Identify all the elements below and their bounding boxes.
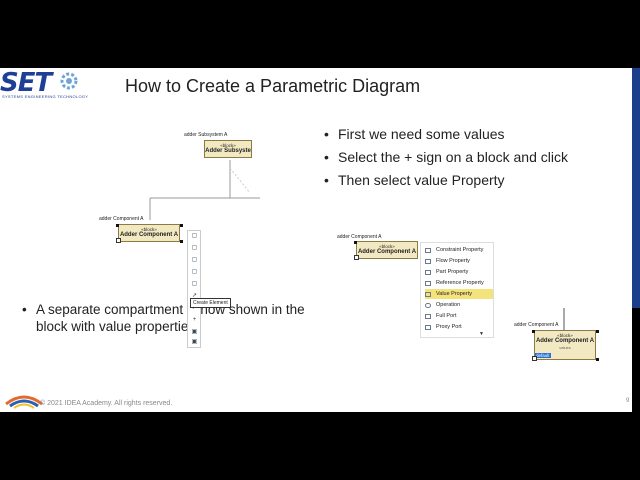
menu-item-reference-property[interactable]: Reference Property	[425, 278, 493, 288]
resize-handle[interactable]	[180, 240, 183, 243]
gear-icon	[60, 72, 78, 90]
bottom-bullet-text: A separate compartment is now shown in t…	[36, 302, 305, 334]
toolbar-item-icon[interactable]: ▣	[191, 329, 198, 335]
bullet-text: Select the + sign on a block and click	[338, 149, 568, 165]
toolbar-item-icon[interactable]: ▢	[191, 269, 198, 275]
block-stereotype: «block»	[379, 244, 395, 249]
port-icon	[425, 313, 431, 319]
resize-handle[interactable]	[596, 330, 599, 333]
resize-handle[interactable]	[180, 224, 183, 227]
block-name: Adder Subsyste	[205, 148, 251, 154]
property-icon	[425, 291, 431, 297]
compartment-label: values	[559, 345, 571, 350]
menu-item-label: Proxy Port	[436, 324, 462, 330]
property-icon	[425, 269, 431, 275]
bullet-dot-icon: •	[324, 126, 329, 142]
create-element-tooltip: Create Element	[190, 298, 231, 308]
toolbar-item-icon[interactable]: +	[192, 317, 197, 323]
slide-title: How to Create a Parametric Diagram	[125, 76, 421, 96]
resize-handle[interactable]	[354, 241, 357, 244]
menu-item-operation[interactable]: Operation	[425, 300, 493, 310]
smart-manipulator-toolbar: ▢ ▢ ▢ ▢ ▢ ↗ ↗ + ▣ ▣	[187, 230, 201, 348]
component-block[interactable]: «block» Adder Component A	[356, 241, 418, 259]
menu-item-label: Part Property	[436, 269, 469, 275]
menu-item-part-property[interactable]: Part Property	[425, 267, 493, 277]
set-logo: SET SYSTEMS ENGINEERING TECHNOLOGY	[0, 68, 100, 99]
menu-item-constraint-property[interactable]: Constraint Property	[425, 245, 493, 255]
toolbar-item-icon[interactable]: ▢	[191, 281, 198, 287]
resize-handle[interactable]	[532, 330, 535, 333]
block-stereotype: «block»	[557, 333, 573, 338]
menu-item-full-port[interactable]: Full Port	[425, 311, 493, 321]
menu-item-label: Reference Property	[436, 280, 484, 286]
property-icon	[425, 247, 431, 253]
resize-handle[interactable]	[116, 224, 119, 227]
port-icon	[425, 324, 431, 330]
toolbar-item-icon[interactable]: ▢	[191, 257, 198, 263]
menu-item-proxy-port[interactable]: Proxy Port	[425, 322, 493, 332]
bullet-dot-icon: •	[22, 302, 27, 317]
logo-text: SET	[0, 68, 52, 98]
footer-logo-icon	[5, 395, 43, 409]
bullet-text: First we need some values	[338, 126, 505, 142]
menu-item-label: Full Port	[436, 313, 457, 319]
menu-item-flow-property[interactable]: Flow Property	[425, 256, 493, 266]
subsystem-label: adder Subsystem A	[184, 132, 228, 138]
operation-icon	[425, 302, 431, 308]
bottom-bullet: • A separate compartment is now shown in…	[22, 301, 312, 335]
component-label: adder Component A	[99, 216, 144, 222]
menu-scroll-down-icon[interactable]: ▼	[479, 331, 484, 337]
resize-handle[interactable]	[596, 358, 599, 361]
component-block[interactable]: «block» Adder Component A	[118, 224, 180, 242]
slide-accent-strip	[632, 68, 640, 308]
resize-handle[interactable]	[354, 255, 359, 260]
toolbar-item-icon[interactable]: ↗	[191, 293, 198, 299]
block-stereotype: «block»	[220, 143, 236, 148]
block-name: Adder Component A	[535, 338, 595, 344]
toolbar-item-icon[interactable]: ▢	[191, 245, 198, 251]
menu-item-label: Constraint Property	[436, 247, 484, 253]
toolbar-item-icon[interactable]: ↗	[191, 305, 198, 311]
component-label: adder Component A	[514, 322, 559, 328]
block-stereotype: «block»	[141, 227, 157, 232]
page-number: 9	[626, 398, 630, 404]
menu-item-label: Value Property	[436, 291, 472, 297]
bullet-item: • Then select value Property	[324, 172, 568, 188]
menu-item-label: Flow Property	[436, 258, 470, 264]
left-diagram-lines	[149, 160, 260, 220]
property-icon	[425, 280, 431, 286]
bullet-item: • First we need some values	[324, 126, 568, 142]
resize-handle[interactable]	[532, 356, 537, 361]
resize-handle[interactable]	[116, 238, 121, 243]
subsystem-block[interactable]: «block» Adder Subsyste	[204, 140, 252, 158]
toolbar-item-icon[interactable]: ▣	[191, 339, 198, 345]
bullet-dot-icon: •	[324, 172, 329, 188]
value-name-edit-field[interactable]: default	[535, 353, 551, 358]
bullet-item: • Select the + sign on a block and click	[324, 149, 568, 165]
bullet-text: Then select value Property	[338, 172, 505, 188]
toolbar-item-icon[interactable]: ▢	[191, 233, 198, 239]
create-element-menu: Constraint Property Flow Property Part P…	[420, 242, 494, 338]
property-icon	[425, 258, 431, 264]
component-label: adder Component A	[337, 234, 382, 240]
copyright-text: © 2021 IDEA Academy. All rights reserved…	[40, 400, 173, 407]
right-diagram-lines	[563, 308, 565, 330]
menu-item-value-property[interactable]: Value Property	[425, 289, 493, 299]
slide: SET SYSTEMS ENGINEERING TECHNOLOGY How t…	[0, 68, 632, 412]
block-name: Adder Component A	[119, 232, 179, 238]
bullet-dot-icon: •	[324, 149, 329, 165]
logo-subtitle: SYSTEMS ENGINEERING TECHNOLOGY	[2, 94, 89, 99]
menu-item-label: Operation	[436, 302, 461, 308]
block-name: Adder Component A	[357, 249, 417, 255]
bullet-list: • First we need some values • Select the +…	[324, 126, 568, 195]
